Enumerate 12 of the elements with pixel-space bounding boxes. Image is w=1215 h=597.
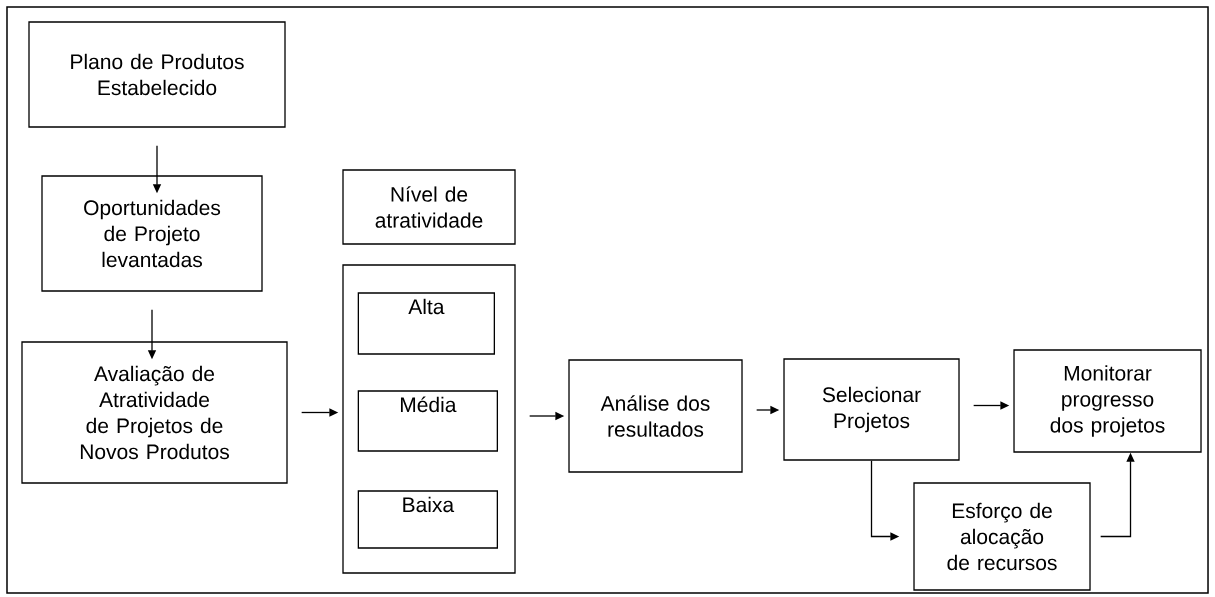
level-box: Alta: [357, 292, 495, 355]
group-box: [342, 264, 516, 574]
process-box: Plano de Produtos Estabelecido: [28, 21, 286, 128]
process-box: Nível de atratividade: [342, 169, 516, 245]
level-box: Média: [357, 390, 498, 452]
process-box: Avaliação de Atratividade de Projetos de Novos Produtos: [21, 341, 288, 484]
process-box: Esforço de alocação de recursos: [913, 482, 1091, 591]
process-box: Oportunidades de Projeto levantadas: [41, 175, 263, 292]
process-box: Monitorar progresso dos projetos: [1013, 349, 1202, 453]
process-box: Selecionar Projetos: [783, 358, 960, 461]
process-box: Análise dos resultados: [568, 359, 743, 473]
level-box: Baixa: [357, 490, 498, 549]
